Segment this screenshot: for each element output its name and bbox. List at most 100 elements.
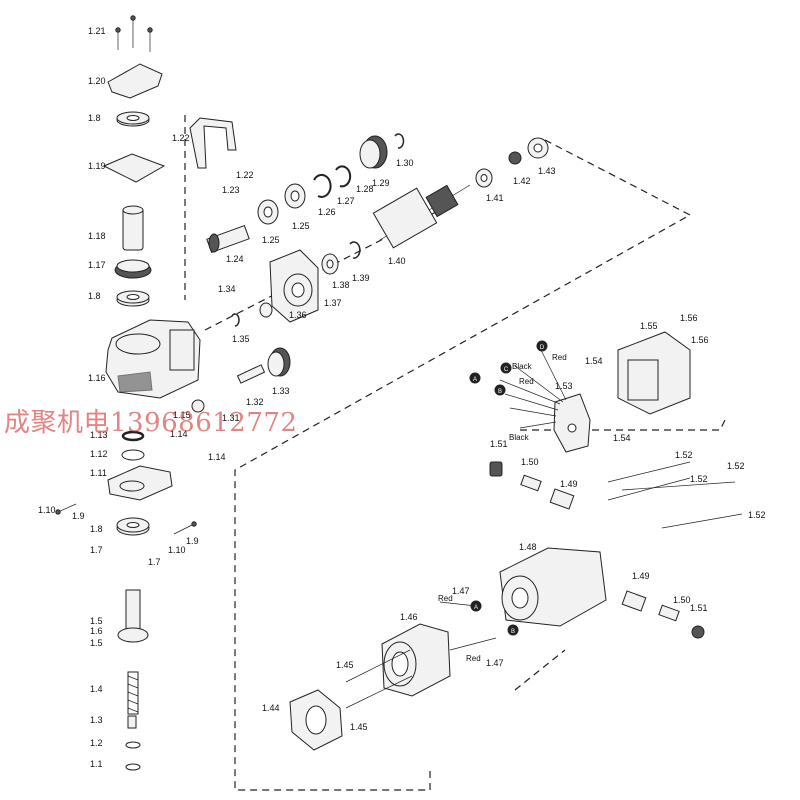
part-number-label: 1.53 xyxy=(555,381,573,391)
circlip-1-30 xyxy=(394,133,405,149)
part-number-label: 1.10 xyxy=(38,505,56,515)
o-ring-1-13 xyxy=(121,430,145,442)
flange-plate-1-37 xyxy=(269,249,319,323)
part-number-label: 1.25 xyxy=(262,235,280,245)
part-number-label: 1.29 xyxy=(372,178,390,188)
part-number-label: 1.9 xyxy=(186,536,199,546)
screw-1-10-left xyxy=(55,503,77,515)
part-number-label: 1.12 xyxy=(90,449,108,459)
part-number-label: 1.8 xyxy=(88,113,101,123)
part-number-label: 1.18 xyxy=(88,231,106,241)
part-number-label: 1.50 xyxy=(673,595,691,605)
wire-label: Red xyxy=(438,594,453,603)
part-number-label: 1.31 xyxy=(222,413,240,423)
washer-1-1 xyxy=(125,763,141,771)
part-number-label: 1.52 xyxy=(675,450,693,460)
gear-1-29 xyxy=(359,135,388,169)
armature-1-40 xyxy=(372,184,471,249)
part-number-label: 1.24 xyxy=(226,254,244,264)
part-number-label: 1.42 xyxy=(513,176,531,186)
part-number-label: 1.41 xyxy=(486,193,504,203)
washer-1-2 xyxy=(125,741,141,749)
bracket-1-22 xyxy=(189,117,237,169)
part-number-label: 1.35 xyxy=(232,334,250,344)
brush-holder-frame-1-55 xyxy=(617,331,691,415)
part-number-label: 1.19 xyxy=(88,161,106,171)
part-number-label: 1.20 xyxy=(88,76,106,86)
wire-label: Red xyxy=(552,353,567,362)
part-number-label: 1.45 xyxy=(350,722,368,732)
part-number-label: 1.32 xyxy=(246,397,264,407)
gear-cover-1-20 xyxy=(107,63,163,99)
wire-label: Red xyxy=(519,377,534,386)
watermark: 成聚机电13968612772 xyxy=(4,408,298,438)
part-number-label: 1.49 xyxy=(632,571,650,581)
part-number-label: 1.4 xyxy=(90,684,103,694)
part-number-label: 1.52 xyxy=(748,510,766,520)
part-number-label: 1.47 xyxy=(452,586,470,596)
part-number-label: 1.8 xyxy=(88,291,101,301)
part-number-label: 1.16 xyxy=(88,373,106,383)
part-number-label: 1.51 xyxy=(690,603,708,613)
part-number-label: 1.37 xyxy=(324,298,342,308)
gasket-1-19 xyxy=(102,153,166,183)
shaft-1-32 xyxy=(236,364,266,384)
part-number-label: 1.23 xyxy=(222,185,240,195)
stator-screws-1-45 xyxy=(345,649,413,709)
screws-1-21 xyxy=(115,15,153,52)
carbon-brush-1-50b xyxy=(658,604,680,622)
badge-b: B xyxy=(498,389,502,395)
brush-holder-1-49 xyxy=(549,488,575,510)
part-number-label: 1.56 xyxy=(691,335,709,345)
wire-label: Black xyxy=(512,362,533,371)
part-number-label: 1.3 xyxy=(90,715,103,725)
part-number-label: 1.13 xyxy=(90,430,108,440)
part-number-label: 1.48 xyxy=(519,542,537,552)
part-number-label: 1.54 xyxy=(585,356,603,366)
badge-a2: A xyxy=(474,605,478,611)
part-number-label: 1.49 xyxy=(560,479,578,489)
bevel-gear-1-17 xyxy=(114,259,152,279)
part-number-label: 1.21 xyxy=(88,26,106,36)
part-number-label: 1.22 xyxy=(236,170,254,180)
wire-color-labels: Red Black Red Black Red Red xyxy=(438,353,567,663)
bearing-1-38 xyxy=(321,253,339,275)
wires-1-47 xyxy=(439,601,497,651)
part-number-label: 1.26 xyxy=(318,207,336,217)
part-number-label: 1.52 xyxy=(690,474,708,484)
part-number-label: 1.34 xyxy=(218,284,236,294)
spring-1-4 xyxy=(127,671,139,715)
bearing-1-8-top xyxy=(116,111,150,127)
bearing-1-42 xyxy=(508,151,522,165)
part-number-label: 1.27 xyxy=(337,196,355,206)
part-number-label: 1.55 xyxy=(640,321,658,331)
part-number-label: 1.10 xyxy=(168,545,186,555)
part-number-label: 1.7 xyxy=(148,557,161,567)
part-number-label: 1.9 xyxy=(72,511,85,521)
pin-1-3 xyxy=(127,715,137,729)
part-number-label: 1.46 xyxy=(400,612,418,622)
part-number-label: 1.15 xyxy=(173,410,191,420)
switch-1-53 xyxy=(553,393,591,453)
spindle-1-6 xyxy=(117,589,149,643)
gear-housing-1-16 xyxy=(105,319,201,399)
end-cover-1-44 xyxy=(289,689,343,751)
part-number-label: 1.45 xyxy=(336,660,354,670)
part-number-label: 1.50 xyxy=(521,457,539,467)
part-number-label: 1.5 xyxy=(90,638,103,648)
wire-label: Black xyxy=(509,433,530,442)
part-number-label: 1.5 xyxy=(90,616,103,626)
carbon-brush-1-50 xyxy=(520,474,542,492)
circlips-1-26-1-27 xyxy=(313,165,352,198)
part-number-label: 1.2 xyxy=(90,738,103,748)
part-number-label: 1.8 xyxy=(90,524,103,534)
spindle-sleeve-1-18 xyxy=(122,205,144,251)
bearing-sleeve-1-43 xyxy=(527,137,549,159)
motor-housing-1-48 xyxy=(499,547,607,627)
part-number-label: 1.44 xyxy=(262,703,280,713)
part-number-label: 1.56 xyxy=(680,313,698,323)
part-number-label: 1.14 xyxy=(208,452,226,462)
part-number-label: 1.30 xyxy=(396,158,414,168)
washer-1-12 xyxy=(121,449,145,461)
